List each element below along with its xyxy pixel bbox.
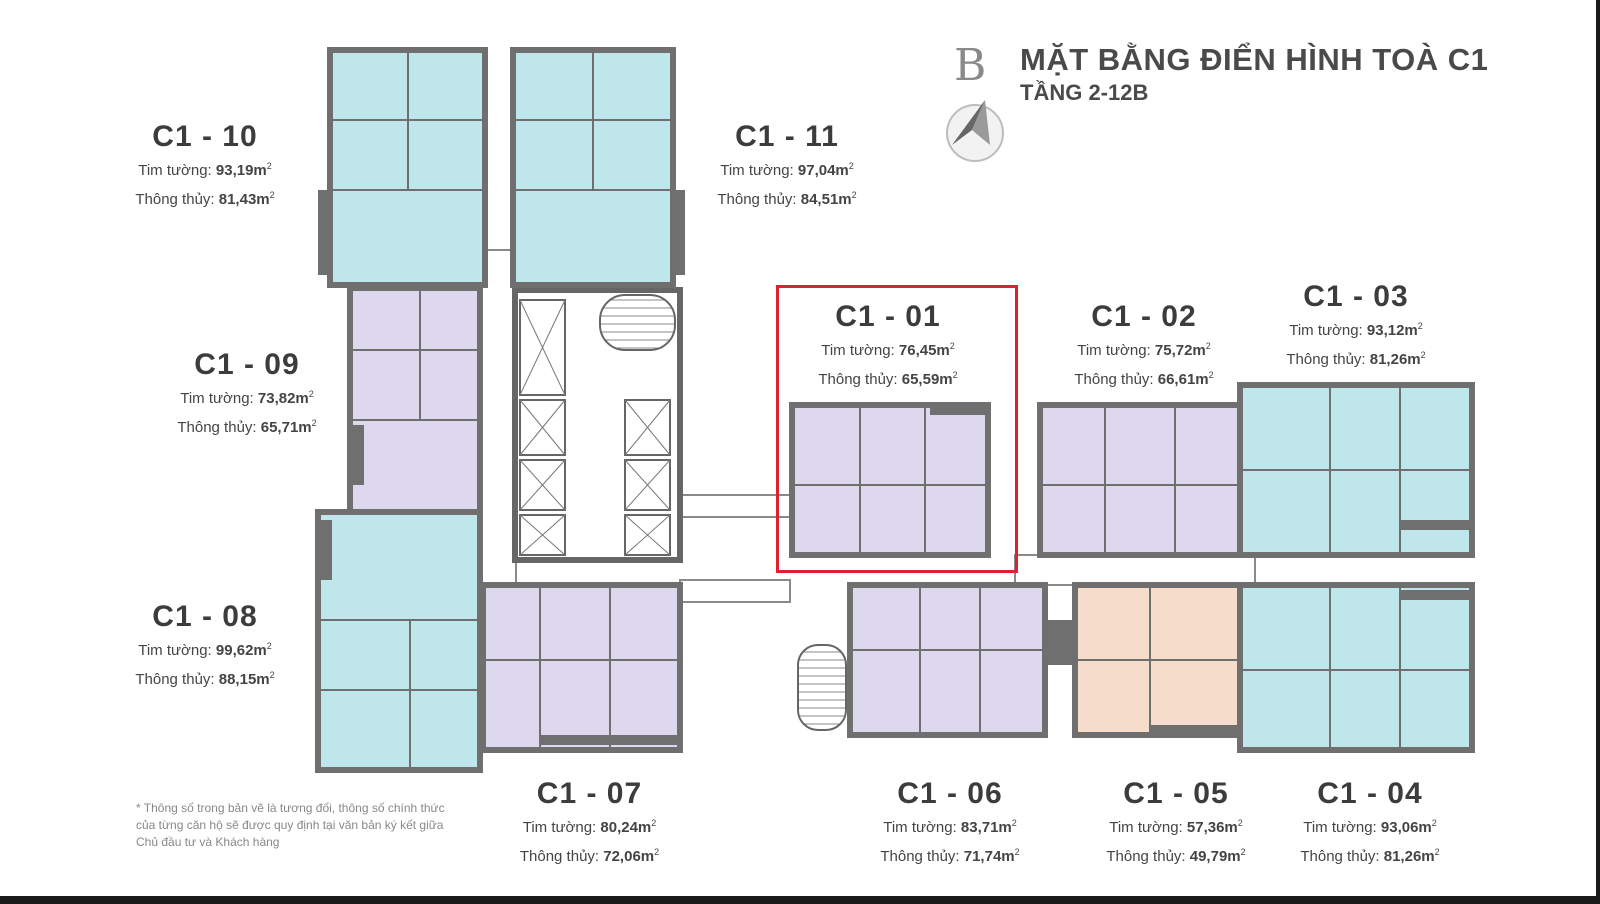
unit-c1-08-plan bbox=[315, 509, 483, 773]
section-badge: B bbox=[954, 40, 987, 91]
unit-code: C1 - 05 bbox=[1123, 777, 1229, 810]
net-area: Thông thủy: 81,26m2 bbox=[1300, 847, 1440, 865]
wall-area: Tim tường: 99,62m2 bbox=[138, 641, 272, 659]
net-area: Thông thủy: 81,26m2 bbox=[1286, 350, 1426, 368]
net-area: Thông thủy: 65,59m2 bbox=[818, 370, 958, 388]
net-area: Thông thủy: 81,43m2 bbox=[135, 190, 275, 208]
corridor bbox=[479, 249, 1256, 751]
net-area: Thông thủy: 65,71m2 bbox=[177, 418, 317, 436]
unit-label-c1-04[interactable]: C1 - 04 Tim tường: 93,06m2 Thông thủy: 8… bbox=[1290, 777, 1450, 869]
wall-area: Tim tường: 75,72m2 bbox=[1077, 341, 1211, 359]
page-subtitle: TẦNG 2-12B bbox=[1020, 80, 1149, 105]
unit-label-c1-06[interactable]: C1 - 06 Tim tường: 83,71m2 Thông thủy: 7… bbox=[870, 777, 1030, 869]
wall-area: Tim tường: 93,06m2 bbox=[1303, 818, 1437, 836]
unit-label-c1-09[interactable]: C1 - 09 Tim tường: 73,82m2 Thông thủy: 6… bbox=[172, 348, 322, 440]
unit-c1-09-plan bbox=[347, 285, 483, 516]
unit-c1-06-plan bbox=[847, 582, 1048, 738]
wall-area: Tim tường: 97,04m2 bbox=[720, 161, 854, 179]
unit-label-c1-01[interactable]: C1 - 01 Tim tường: 76,45m2 Thông thủy: 6… bbox=[808, 300, 968, 392]
wall-area: Tim tường: 93,19m2 bbox=[138, 161, 272, 179]
unit-code: C1 - 10 bbox=[152, 120, 258, 153]
unit-code: C1 - 11 bbox=[735, 120, 839, 153]
balconies bbox=[318, 190, 1472, 745]
unit-label-c1-11[interactable]: C1 - 11 Tim tường: 97,04m2 Thông thủy: 8… bbox=[712, 120, 862, 212]
unit-code: C1 - 09 bbox=[194, 348, 300, 381]
unit-label-c1-10[interactable]: C1 - 10 Tim tường: 93,19m2 Thông thủy: 8… bbox=[130, 120, 280, 212]
disclaimer-note: * Thông số trong bản vẽ là tương đối, th… bbox=[136, 801, 445, 849]
unit-code: C1 - 06 bbox=[897, 777, 1003, 810]
wall-area: Tim tường: 80,24m2 bbox=[522, 818, 657, 836]
unit-label-c1-03[interactable]: C1 - 03 Tim tường: 93,12m2 Thông thủy: 8… bbox=[1276, 280, 1436, 372]
selected-unit-highlight bbox=[776, 285, 1018, 573]
unit-label-c1-05[interactable]: C1 - 05 Tim tường: 57,36m2 Thông thủy: 4… bbox=[1096, 777, 1256, 869]
net-area: Thông thủy: 71,74m2 bbox=[880, 847, 1020, 865]
unit-code: C1 - 02 bbox=[1091, 300, 1197, 333]
unit-c1-02-plan bbox=[1037, 402, 1243, 558]
wall-area: Tim tường: 93,12m2 bbox=[1289, 321, 1423, 339]
wall-area: Tim tường: 73,82m2 bbox=[180, 389, 314, 407]
unit-code: C1 - 01 bbox=[835, 300, 941, 333]
bottom-border bbox=[0, 896, 1600, 904]
unit-code: C1 - 08 bbox=[152, 600, 258, 633]
wall-area: Tim tường: 57,36m2 bbox=[1109, 818, 1243, 836]
north-arrow-icon bbox=[946, 100, 1004, 162]
net-area: Thông thủy: 49,79m2 bbox=[1106, 847, 1246, 865]
unit-code: C1 - 07 bbox=[536, 777, 643, 810]
net-area: Thông thủy: 72,06m2 bbox=[519, 847, 660, 865]
unit-c1-01-plan bbox=[789, 402, 991, 558]
right-border bbox=[1596, 0, 1600, 904]
page-title: MẶT BẰNG ĐIỂN HÌNH TOÀ C1 bbox=[1020, 42, 1489, 77]
elevator-core bbox=[512, 287, 847, 731]
unit-c1-04-plan bbox=[1237, 582, 1475, 753]
wall-area: Tim tường: 76,45m2 bbox=[821, 341, 955, 359]
unit-code: C1 - 04 bbox=[1317, 777, 1423, 810]
net-area: Thông thủy: 88,15m2 bbox=[135, 670, 275, 688]
wall-area: Tim tường: 83,71m2 bbox=[883, 818, 1017, 836]
net-area: Thông thủy: 84,51m2 bbox=[717, 190, 857, 208]
unit-code: C1 - 03 bbox=[1303, 280, 1409, 313]
unit-c1-07-plan bbox=[480, 582, 683, 753]
unit-label-c1-08[interactable]: C1 - 08 Tim tường: 99,62m2 Thông thủy: 8… bbox=[130, 600, 280, 692]
unit-label-c1-07[interactable]: C1 - 07 Tim tường: 80,24m2 Thông thủy: 7… bbox=[512, 777, 667, 869]
interior-walls bbox=[318, 50, 1472, 770]
unit-label-c1-02[interactable]: C1 - 02 Tim tường: 75,72m2 Thông thủy: 6… bbox=[1064, 300, 1224, 392]
net-area: Thông thủy: 66,61m2 bbox=[1074, 370, 1214, 388]
